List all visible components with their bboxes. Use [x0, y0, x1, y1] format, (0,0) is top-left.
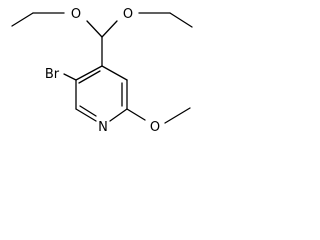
bond-c2-n-inner — [79, 105, 97, 117]
bond-acetal-c-o2 — [101, 20, 118, 38]
bond-c4-c3-inner — [78, 70, 101, 84]
bond-ethyl-right-ch2-ch3 — [169, 12, 193, 28]
bond-c2-n — [75, 108, 97, 122]
bond-c6-o3 — [126, 108, 146, 121]
bond-n-c6 — [109, 108, 128, 122]
atom-labels: O O Br N O — [45, 7, 160, 135]
bond-o1-acetal-c — [86, 20, 103, 38]
bond-c4-c5 — [101, 65, 128, 81]
bonds — [11, 12, 193, 124]
bond-c4-c3 — [75, 65, 103, 81]
atom-label-oxygen-right: O — [123, 7, 133, 22]
bond-o3-ch3 — [164, 107, 191, 124]
atom-label-oxygen-left: O — [71, 7, 81, 22]
atom-label-oxygen-methoxy: O — [150, 120, 160, 135]
bond-c3-br — [63, 73, 77, 81]
atom-label-bromine: Br — [45, 67, 60, 82]
atom-label-nitrogen: N — [98, 120, 108, 135]
structure-diagram: O O Br N O — [11, 7, 193, 135]
bond-ethyl-left-ch3-ch2 — [11, 12, 34, 27]
